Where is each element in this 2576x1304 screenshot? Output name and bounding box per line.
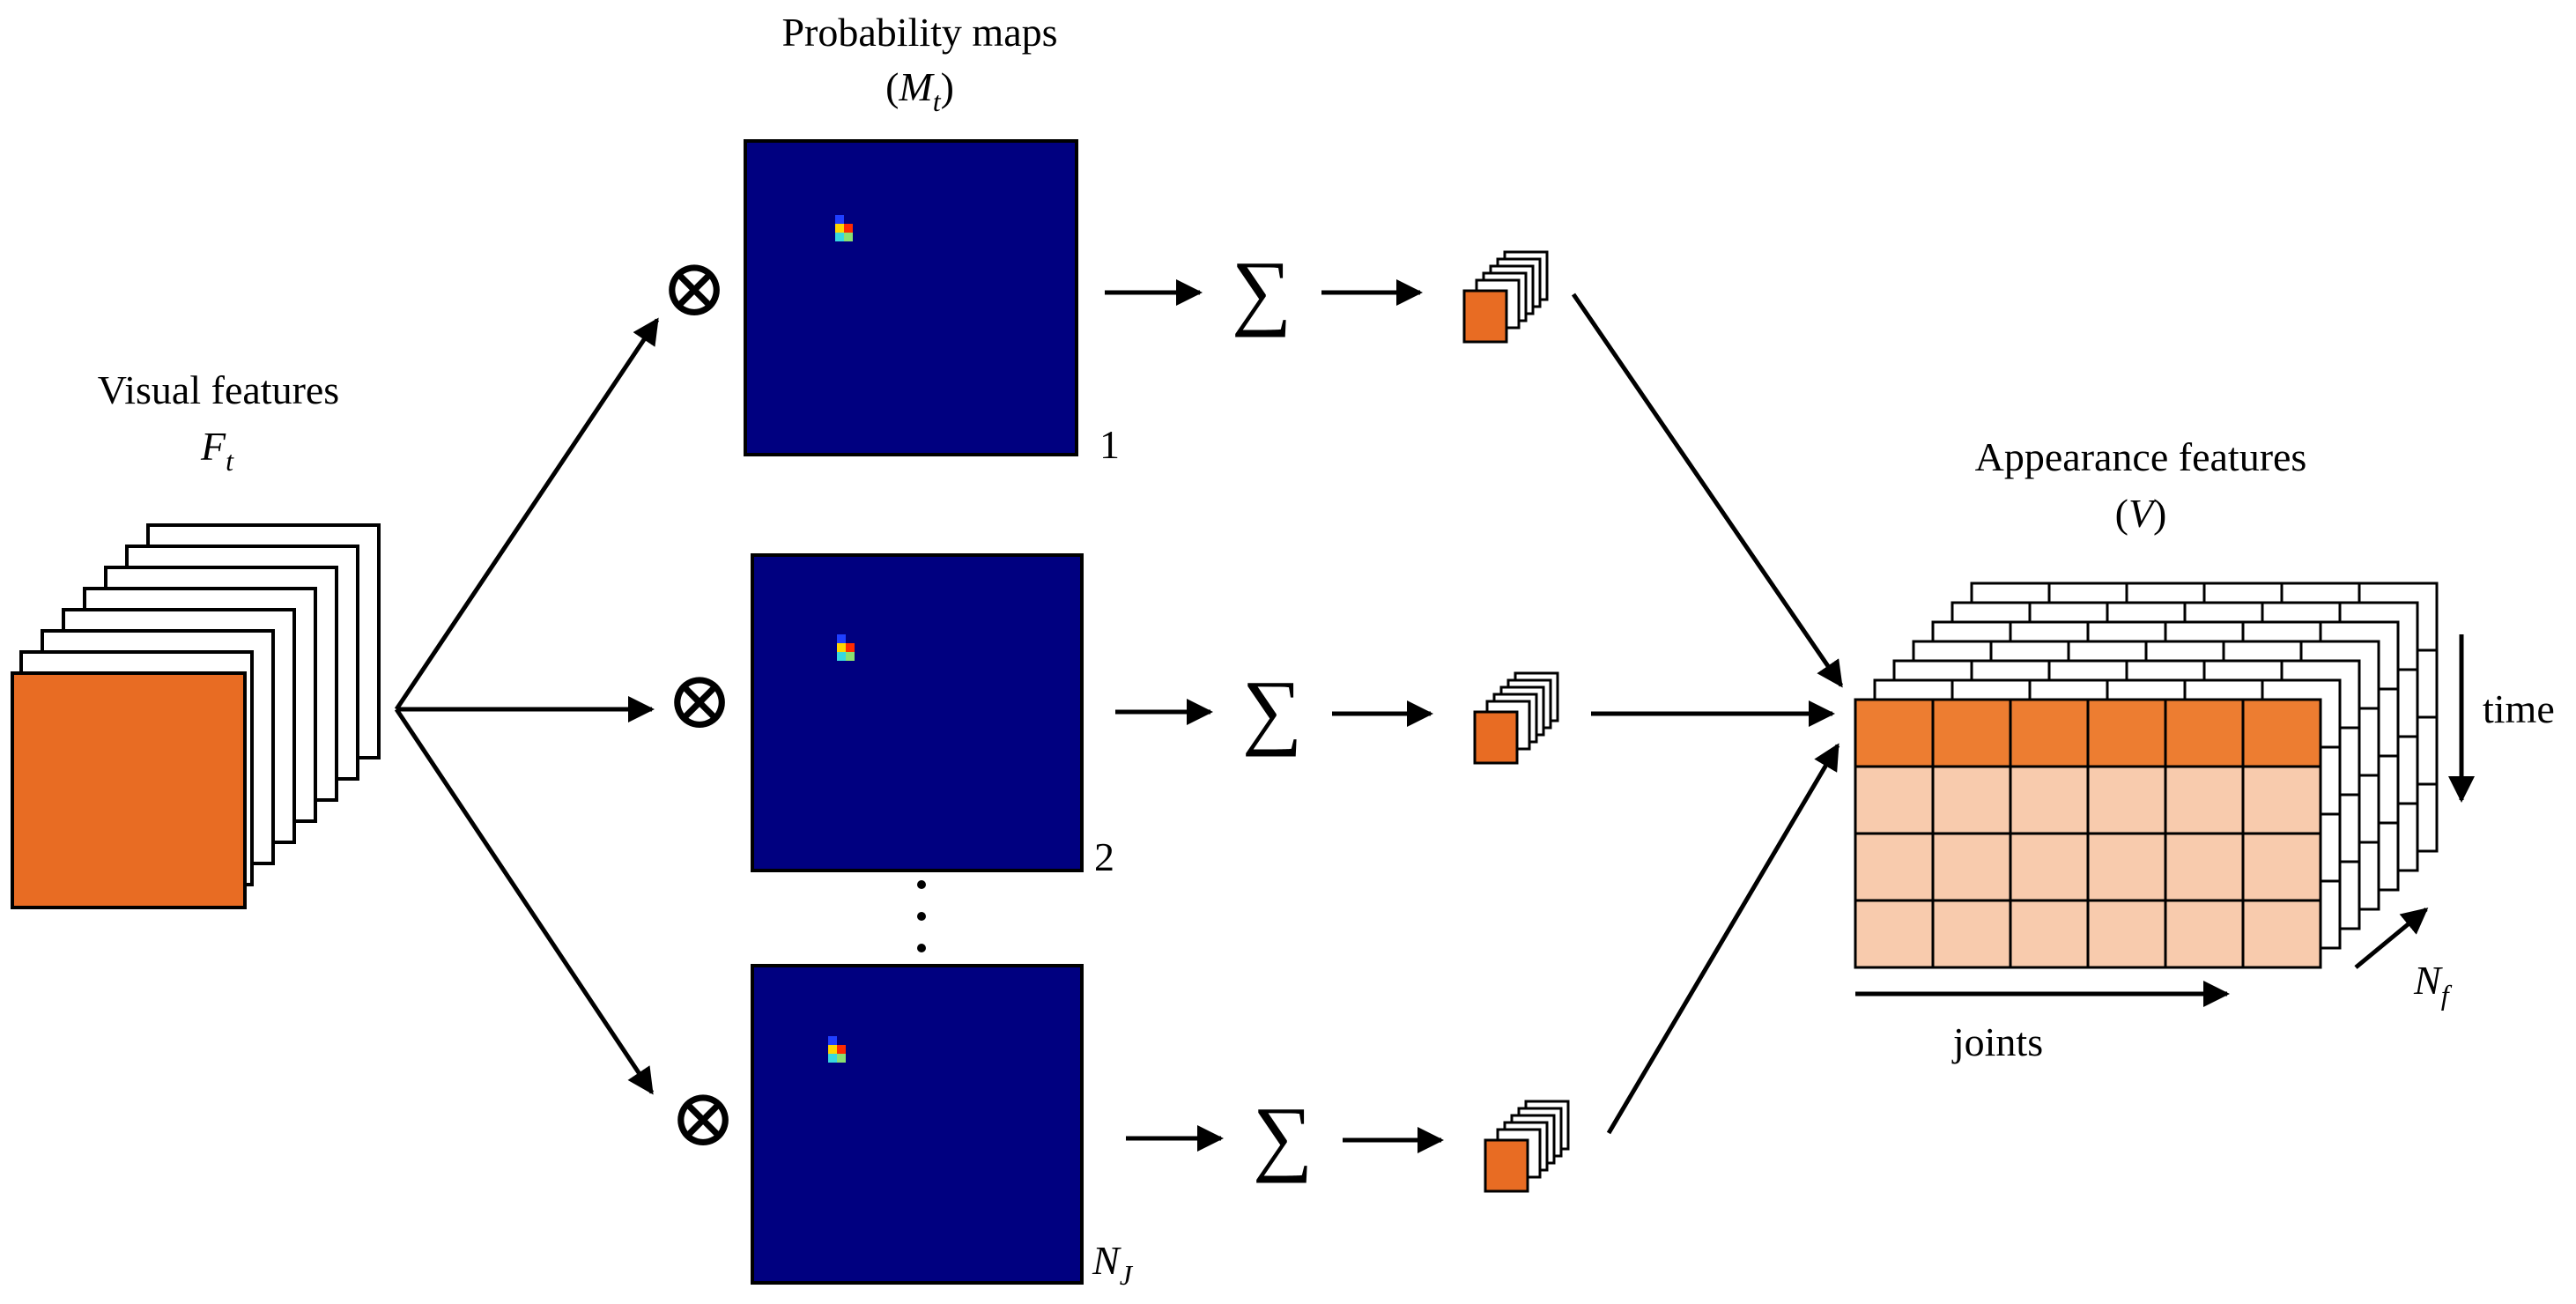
- appearance-cell: [1931, 765, 2012, 835]
- appearance-cell-current: [2164, 698, 2245, 768]
- map-index-last: NJ: [1092, 1238, 1134, 1291]
- probability-maps-symbol: (Mt): [885, 64, 954, 117]
- appearance-cell: [2164, 832, 2245, 902]
- sum-input-arrows: [1105, 279, 1224, 1152]
- visual-features-symbol: Ft: [200, 424, 234, 477]
- map-1-hotspot-red: [844, 224, 853, 233]
- multiply-symbol-last: ⊗: [669, 1073, 737, 1163]
- sum-output-arrows: [1321, 279, 1444, 1153]
- map-last-hotspot-blue: [828, 1036, 837, 1045]
- appearance-cell-current: [2086, 698, 2167, 768]
- map-last-hotspot-yellow: [828, 1045, 837, 1054]
- appearance-cell-current: [1931, 698, 2012, 768]
- map-index-1: 1: [1099, 422, 1120, 467]
- map-2-hotspot-green: [846, 652, 855, 661]
- nf-label: Nf: [2413, 958, 2453, 1011]
- joints-label: joints: [1951, 1019, 2043, 1064]
- appearance-cell: [2009, 899, 2090, 969]
- appearance-cell-current: [2241, 698, 2322, 768]
- appearance-cell: [2086, 832, 2167, 902]
- appearance-features-symbol: (V): [2115, 491, 2167, 536]
- visual-feature-front-map: [11, 671, 247, 909]
- appearance-cell: [2164, 899, 2245, 969]
- tensor-axis-arrows: [1855, 634, 2475, 1007]
- appearance-cell: [1854, 832, 1935, 902]
- nf-arrow: [2354, 908, 2429, 969]
- time-label: time: [2483, 686, 2555, 731]
- sum-symbol-2: ∑: [1242, 663, 1302, 757]
- map-2-hotspot-cyan: [837, 652, 846, 661]
- sum-symbol-1: ∑: [1232, 243, 1292, 337]
- split-arrows: [394, 317, 660, 1095]
- map-index-2: 2: [1094, 834, 1114, 879]
- appearance-cell: [1931, 899, 2012, 969]
- visual-features-stack: [11, 523, 381, 909]
- visual-features-title: Visual features: [98, 367, 339, 412]
- sum-symbol-last: ∑: [1253, 1089, 1313, 1183]
- map-1-hotspot-cyan: [835, 233, 844, 241]
- appearance-front-grid: [1854, 698, 2322, 969]
- multiply-symbol-2: ⊗: [665, 656, 733, 745]
- appearance-cell: [2086, 899, 2167, 969]
- map-2-hotspot-blue: [837, 634, 846, 643]
- appearance-cell: [2241, 765, 2322, 835]
- map-last-hotspot-cyan: [828, 1054, 837, 1063]
- merge-arrows: [1571, 293, 1844, 1135]
- map-2-hotspot-yellow: [837, 643, 846, 652]
- map-last-hotspot-red: [837, 1045, 846, 1054]
- appearance-cell: [2086, 765, 2167, 835]
- appearance-cell: [2164, 765, 2245, 835]
- probability-map-1: [744, 139, 1078, 456]
- probability-maps-title: Probability maps: [781, 10, 1057, 55]
- probability-map-2: [751, 553, 1084, 872]
- pooled-feature-stack-2: [1473, 671, 1559, 765]
- probability-map-last: [751, 964, 1084, 1285]
- appearance-cell: [2241, 899, 2322, 969]
- appearance-cell: [1854, 899, 1935, 969]
- appearance-cell-current: [2009, 698, 2090, 768]
- appearance-cell-current: [1854, 698, 1935, 768]
- pooled-feature-stack-last: [1484, 1100, 1570, 1193]
- multiply-symbol-1: ⊗: [660, 243, 728, 333]
- map-1-hotspot-yellow: [835, 224, 844, 233]
- appearance-cell: [2241, 832, 2322, 902]
- appearance-cell: [2009, 832, 2090, 902]
- appearance-cell: [2009, 765, 2090, 835]
- pooled-feature-stack-1: [1462, 250, 1549, 344]
- map-1-hotspot-blue: [835, 215, 844, 224]
- appearance-cell: [1854, 765, 1935, 835]
- appearance-cell: [1931, 832, 2012, 902]
- appearance-features-title: Appearance features: [1975, 434, 2307, 479]
- map-1-hotspot-green: [844, 233, 853, 241]
- vertical-dots: [917, 880, 926, 952]
- map-last-hotspot-green: [837, 1054, 846, 1063]
- map-2-hotspot-red: [846, 643, 855, 652]
